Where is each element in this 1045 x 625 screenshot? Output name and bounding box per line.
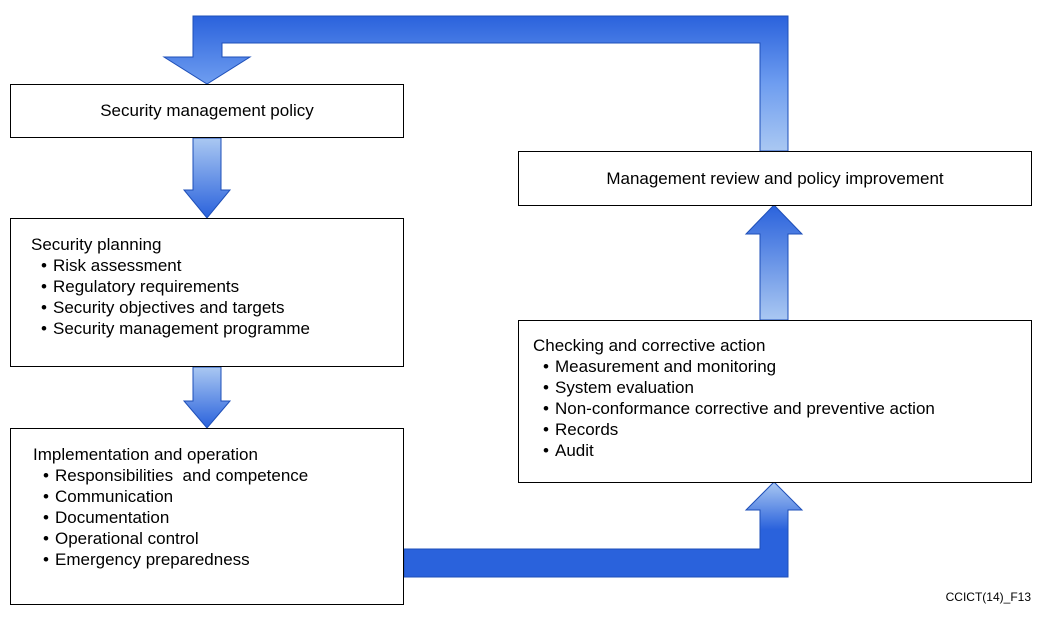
planning-title: Security planning (31, 235, 162, 254)
implementation-item: Operational control (43, 528, 403, 549)
arrow-policy-to-planning (182, 137, 232, 219)
review-box: Management review and policy improvement (518, 151, 1032, 206)
implementation-item: Communication (43, 486, 403, 507)
policy-title: Security management policy (100, 101, 314, 120)
implementation-box: Implementation and operation Responsibil… (10, 428, 404, 605)
implementation-item: Responsibilities and competence (43, 465, 403, 486)
planning-item: Risk assessment (41, 255, 403, 276)
checking-item: Non-conformance corrective and preventiv… (543, 398, 1031, 419)
implementation-list: Responsibilities and competence Communic… (33, 465, 403, 570)
arrow-implementation-to-checking (403, 481, 804, 578)
arrow-planning-to-implementation (182, 366, 232, 429)
planning-item: Security management programme (41, 318, 403, 339)
checking-box: Checking and corrective action Measureme… (518, 320, 1032, 483)
checking-item: Records (543, 419, 1031, 440)
checking-list: Measurement and monitoring System evalua… (533, 356, 1031, 461)
planning-item: Regulatory requirements (41, 276, 403, 297)
arrow-checking-to-review (744, 204, 804, 321)
figure-reference: CCICT(14)_F13 (945, 590, 1031, 604)
checking-item: System evaluation (543, 377, 1031, 398)
implementation-title: Implementation and operation (33, 445, 258, 464)
planning-item: Security objectives and targets (41, 297, 403, 318)
feedback-loop-arrow (162, 15, 789, 152)
planning-box: Security planning Risk assessment Regula… (10, 218, 404, 367)
policy-box: Security management policy (10, 84, 404, 138)
implementation-item: Documentation (43, 507, 403, 528)
checking-title: Checking and corrective action (533, 336, 766, 355)
review-title: Management review and policy improvement (606, 168, 944, 188)
checking-item: Measurement and monitoring (543, 356, 1031, 377)
implementation-item: Emergency preparedness (43, 549, 403, 570)
checking-item: Audit (543, 440, 1031, 461)
planning-list: Risk assessment Regulatory requirements … (31, 255, 403, 339)
